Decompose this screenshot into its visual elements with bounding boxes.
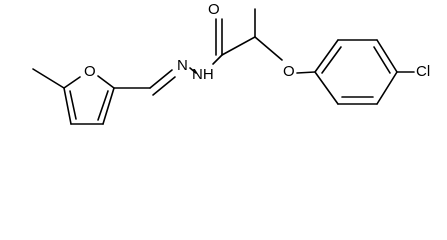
bond-oether-ring: [296, 71, 316, 74]
bond-ring-c4-c5: [376, 71, 398, 105]
atom-carbonyl-oxygen: O: [208, 1, 220, 18]
bond-c4-c5: [63, 87, 72, 125]
bond-c4-c5-inner: [69, 90, 77, 120]
structure-drawing: O N NH O O Cl: [32, 1, 430, 125]
bond-methyl-furan: [32, 68, 65, 89]
bond-ring-c3-c4: [376, 39, 398, 73]
bond-o1-c2: [97, 75, 115, 89]
bond-c2-c3: [102, 87, 115, 125]
molecule-svg: O N NH O O Cl: [32, 1, 430, 125]
atom-amide-nh: NH: [192, 66, 214, 83]
bond-ring-c1-c2: [314, 39, 339, 73]
atom-imine-nitrogen: N: [177, 57, 188, 74]
bond-ring-c6-c1: [314, 71, 339, 105]
bond-ring-c1-c2-inner: [321, 46, 342, 74]
bond-ch-n-inner: [152, 76, 176, 96]
bond-ch-n: [149, 69, 173, 89]
bond-c5-o1: [63, 76, 81, 89]
atom-ring-oxygen: O: [84, 63, 96, 80]
bond-c2-c3-inner: [97, 90, 109, 121]
bond-carbonyl-ch: [221, 36, 256, 56]
atom-chlorine: Cl: [416, 63, 430, 80]
bond-n-nh: [189, 67, 197, 74]
bond-ring-c3-c4-inner: [373, 46, 391, 74]
atom-ether-oxygen: O: [283, 63, 295, 80]
bond-ch-oether: [254, 36, 283, 61]
bond-nh-carbonyl: [212, 54, 223, 65]
